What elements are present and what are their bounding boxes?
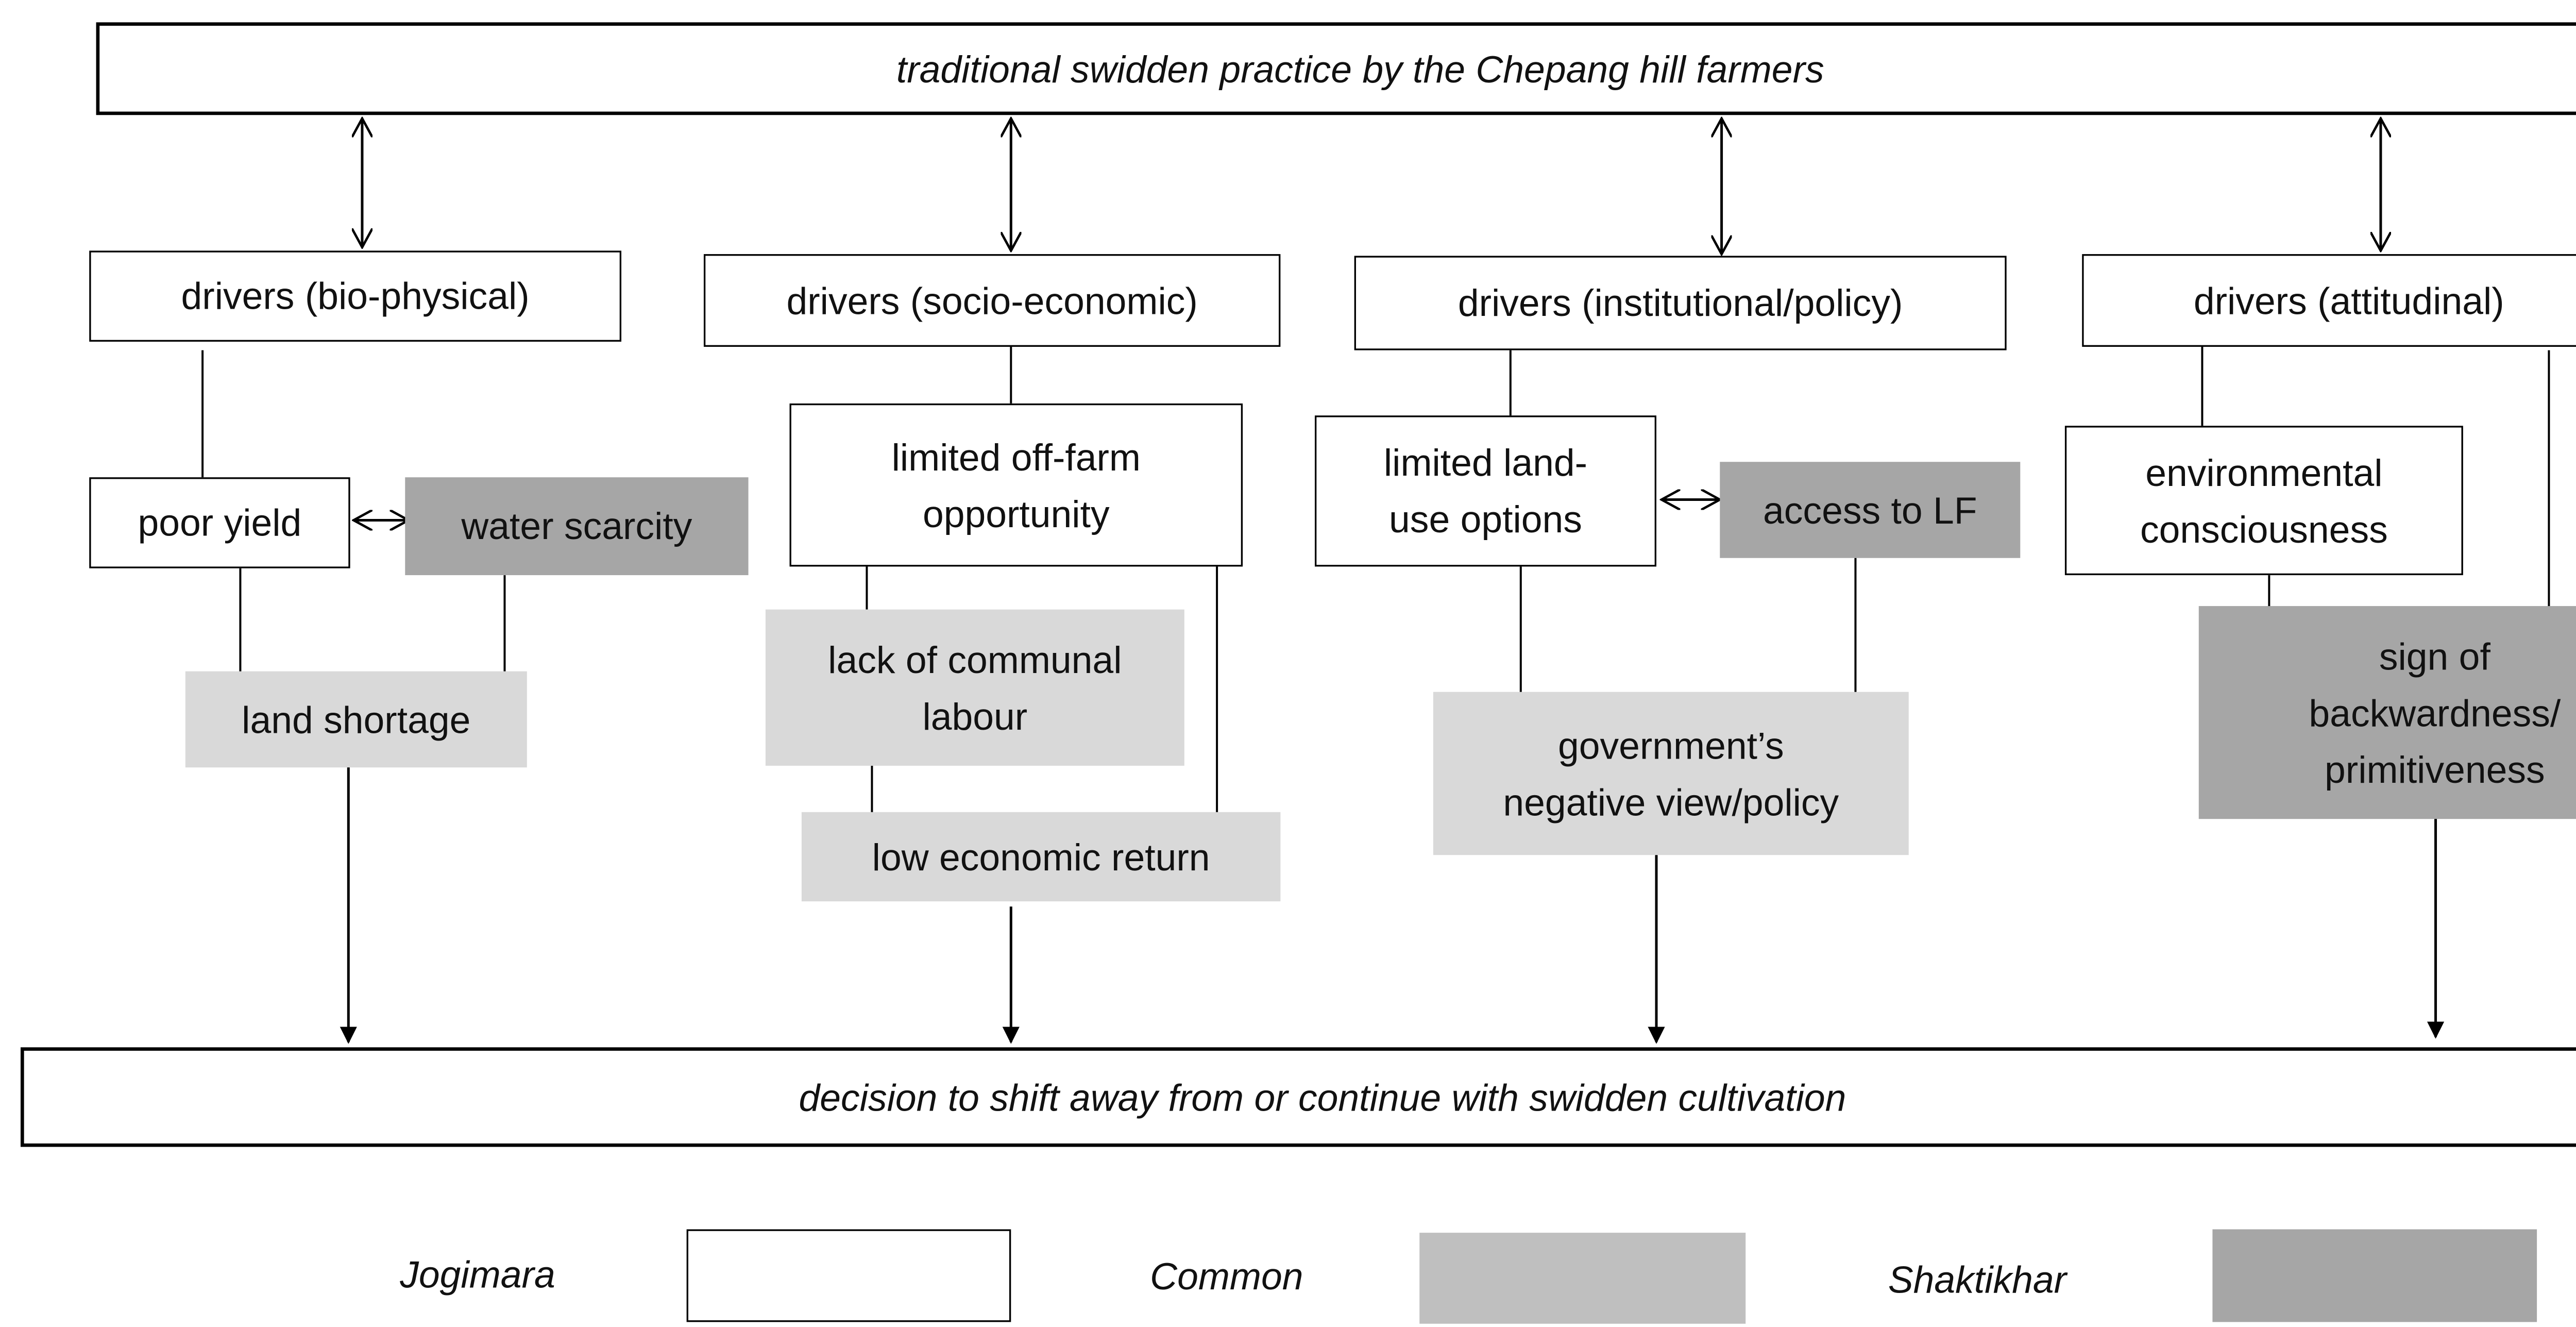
bottom-decision-title: decision to shift away from or continue … bbox=[799, 1076, 1846, 1119]
government-view-line-1: government’s bbox=[1557, 724, 1784, 767]
sign-of-backwardness-line-2: backwardness/ bbox=[2309, 691, 2561, 734]
driver-attitudinal-box: drivers (attitudinal) bbox=[2082, 254, 2576, 347]
legend-label-common: Common bbox=[1150, 1255, 1303, 1298]
access-to-lf-box: access to LF bbox=[1720, 462, 2021, 558]
sign-of-backwardness-box: sign of backwardness/ primitiveness bbox=[2198, 606, 2576, 819]
top-title: traditional swidden practice by the Chep… bbox=[896, 47, 1824, 90]
legend-swatch-common bbox=[1419, 1233, 1746, 1324]
driver-socio-economic-box: drivers (socio-economic) bbox=[703, 254, 1281, 347]
driver-institutional-label: drivers (institutional/policy) bbox=[1458, 281, 1903, 325]
environmental-consciousness-box: environmental consciousness bbox=[2064, 426, 2463, 576]
legend-swatch-jogimara bbox=[686, 1229, 1011, 1322]
poor-yield-label: poor yield bbox=[138, 501, 302, 545]
government-view-box: government’s negative view/policy bbox=[1433, 692, 1909, 855]
lack-communal-line-1: lack of communal bbox=[828, 637, 1122, 681]
government-view-line-2: negative view/policy bbox=[1503, 780, 1839, 824]
environmental-consciousness-line-1: environmental bbox=[2145, 450, 2383, 494]
limited-off-farm-line-1: limited off-farm bbox=[891, 435, 1141, 478]
land-shortage-box: land shortage bbox=[185, 671, 527, 768]
driver-socio-economic-label: drivers (socio-economic) bbox=[786, 279, 1198, 322]
legend-label-jogimara: Jogimara bbox=[400, 1253, 555, 1297]
bottom-decision-box: decision to shift away from or continue … bbox=[20, 1047, 2576, 1147]
water-scarcity-box: water scarcity bbox=[405, 477, 749, 576]
limited-land-use-box: limited land- use options bbox=[1315, 415, 1656, 567]
driver-institutional-box: drivers (institutional/policy) bbox=[1354, 256, 2007, 350]
driver-bio-physical-label: drivers (bio-physical) bbox=[181, 275, 530, 318]
lack-communal-line-2: labour bbox=[922, 694, 1028, 737]
limited-off-farm-box: limited off-farm opportunity bbox=[789, 403, 1243, 567]
low-economic-return-box: low economic return bbox=[801, 812, 1281, 902]
legend-label-shaktikhar: Shaktikhar bbox=[1888, 1258, 2067, 1302]
sign-of-backwardness-line-3: primitiveness bbox=[2325, 747, 2545, 791]
poor-yield-box: poor yield bbox=[89, 477, 350, 568]
limited-land-use-line-2: use options bbox=[1389, 498, 1582, 541]
driver-attitudinal-label: drivers (attitudinal) bbox=[2193, 279, 2504, 322]
limited-off-farm-line-2: opportunity bbox=[922, 492, 1110, 535]
land-shortage-label: land shortage bbox=[242, 698, 471, 741]
water-scarcity-label: water scarcity bbox=[461, 505, 692, 548]
driver-bio-physical-box: drivers (bio-physical) bbox=[89, 250, 622, 342]
environmental-consciousness-line-2: consciousness bbox=[2140, 507, 2388, 550]
lack-communal-labour-box: lack of communal labour bbox=[765, 609, 1184, 766]
sign-of-backwardness-line-1: sign of bbox=[2379, 634, 2490, 678]
low-economic-return-label: low economic return bbox=[872, 835, 1210, 879]
access-to-lf-label: access to LF bbox=[1763, 488, 1977, 532]
top-title-box: traditional swidden practice by the Chep… bbox=[96, 22, 2576, 115]
legend-swatch-shaktikhar bbox=[2212, 1229, 2537, 1322]
limited-land-use-line-1: limited land- bbox=[1383, 441, 1588, 484]
